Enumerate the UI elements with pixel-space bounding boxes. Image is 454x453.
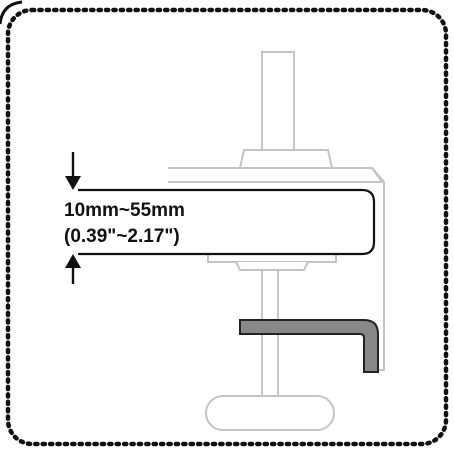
dotted-frame bbox=[5, 7, 449, 447]
thickness-mm-label: 10mm~55mm bbox=[64, 200, 185, 221]
clamp-arm bbox=[371, 167, 385, 371]
mount-collar bbox=[239, 149, 333, 169]
mount-lower-cup bbox=[235, 261, 309, 271]
mount-pole bbox=[261, 51, 295, 151]
arrow-up-icon bbox=[65, 254, 81, 284]
thickness-inch-label: (0.39"~2.17") bbox=[64, 226, 180, 247]
mount-top-plate bbox=[168, 167, 384, 183]
clamp-knob bbox=[205, 395, 335, 431]
desk-edge bbox=[78, 188, 376, 256]
mount-lower-plate bbox=[207, 253, 337, 263]
arrow-down-icon bbox=[65, 152, 81, 190]
clamp-bracket bbox=[239, 319, 379, 373]
corner-arc bbox=[0, 0, 23, 25]
